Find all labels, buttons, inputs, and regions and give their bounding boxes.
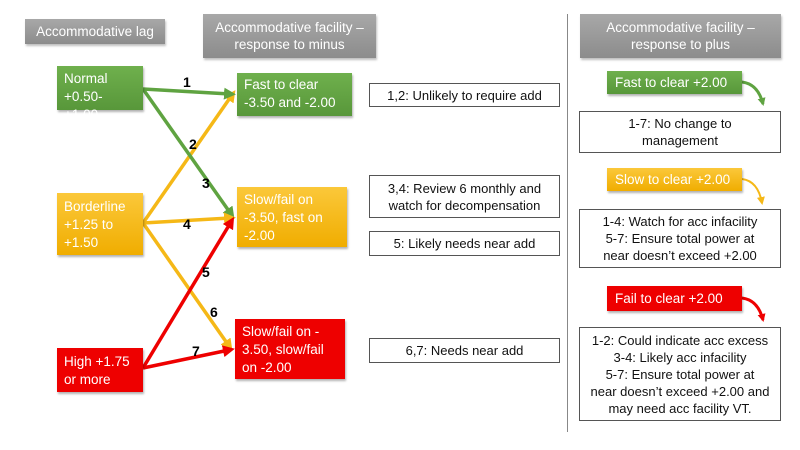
header-response-to-plus: Accommodative facility – response to plu… [580,14,781,58]
plus-tag-slow: Slow to clear +2.00 [607,168,742,191]
section-divider [567,14,568,432]
arrow-path-2 [141,90,236,224]
path-label-5: 5 [202,264,210,280]
header-minus-line-2: response to minus [234,37,345,52]
lag-node-borderline: Borderline +1.25 to +1.50 [57,193,143,255]
arrow-path-6 [141,221,233,351]
path-label-2: 2 [189,136,197,152]
header-minus-line-1: Accommodative facility – [215,20,364,35]
lag-normal-line-2: +0.50-+1.00 [64,89,103,122]
minus-outcome-3-4-line-2: watch for decompensation [388,197,541,213]
minus-outcome-5-text: 5: Likely needs near add [393,236,536,251]
lag-borderline-line-3: +1.50 [64,235,99,250]
lag-high-line-2: or more [64,372,111,387]
minus-slow-line-3: -2.00 [244,228,275,243]
plus-outcome-slow-line-1: 1-4: Watch for acc infacility [602,214,758,229]
arrow-path-5 [141,216,235,369]
header-lag-text: Accommodative lag [36,24,154,39]
lag-borderline-line-2: +1.25 to [64,217,114,232]
plus-outcome-fast-line-1: 1-7: No change to [628,116,732,131]
plus-outcome-fail-line-2: 3-4: Likely acc infacility [613,349,747,365]
path-label-7: 7 [192,343,200,359]
minus-fail-line-3: on -2.00 [242,360,292,375]
minus-node-slow: Slow/fail on -3.50, fast on -2.00 [237,187,347,247]
minus-outcome-1-2-text: 1,2: Unlikely to require add [387,87,542,103]
minus-outcome-3-4: 3,4: Review 6 monthly and watch for deco… [369,175,560,218]
lag-node-high: High +1.75 or more [57,348,143,392]
plus-outcome-slow-line-2: 5-7: Ensure total power at [605,231,755,246]
minus-outcome-5: 5: Likely needs near add [369,231,560,256]
minus-slow-line-1: Slow/fail on [244,192,314,207]
arrow-path-7 [142,345,235,370]
lag-high-line-1: High +1.75 [64,354,130,369]
minus-outcome-6-7: 6,7: Needs near add [369,338,560,363]
minus-outcome-1-2: 1,2: Unlikely to require add [369,83,560,107]
curve-arrow-fast [741,80,766,106]
arrow-path-3 [141,87,235,219]
minus-node-fast: Fast to clear -3.50 and -2.00 [237,73,352,116]
curve-arrow-fail [741,296,766,322]
path-label-4: 4 [183,216,191,232]
lag-normal-line-1: Normal [64,71,108,86]
minus-fast-line-2: -3.50 and -2.00 [244,95,336,110]
minus-slow-line-2: -3.50, fast on [244,210,323,225]
path-label-3: 3 [202,175,210,191]
minus-node-fail: Slow/fail on - 3.50, slow/fail on -2.00 [235,319,345,379]
minus-outcome-6-7-text: 6,7: Needs near add [405,343,524,358]
curve-arrow-slow [741,178,765,205]
minus-outcome-3-4-line-1: 3,4: Review 6 monthly and [387,180,542,196]
plus-tag-fast-text: Fast to clear +2.00 [615,75,728,90]
header-accommodative-lag: Accommodative lag [25,19,165,44]
arrow-path-4 [142,212,236,225]
minus-fail-line-2: 3.50, slow/fail [242,342,324,357]
header-plus-line-2: response to plus [630,37,731,52]
plus-outcome-fast-line-2: management [642,133,718,148]
lag-node-normal: Normal +0.50-+1.00 [57,66,143,122]
minus-fast-line-1: Fast to clear [244,77,319,92]
header-response-to-minus: Accommodative facility – response to min… [203,14,376,58]
plus-outcome-fail-line-5: may need acc facility VT. [608,400,752,416]
lag-borderline-line-1: Borderline [64,199,126,214]
plus-tag-fast: Fast to clear +2.00 [607,71,742,94]
header-plus-line-1: Accommodative facility – [606,20,755,35]
plus-tag-fail: Fail to clear +2.00 [607,286,742,311]
plus-outcome-fail-line-4: near doesn’t exceed +2.00 and [590,383,770,399]
plus-tag-slow-text: Slow to clear +2.00 [615,172,731,187]
plus-outcome-fast: 1-7: No change to management [579,111,781,153]
plus-outcome-fail-line-3: 5-7: Ensure total power at [605,366,755,382]
plus-outcome-slow: 1-4: Watch for acc infacility 5-7: Ensur… [579,209,781,268]
path-label-1: 1 [183,74,191,90]
plus-outcome-slow-line-3: near doesn’t exceed +2.00 [603,248,757,263]
plus-tag-fail-text: Fail to clear +2.00 [615,291,723,306]
path-label-6: 6 [210,304,218,320]
plus-outcome-fail-line-1: 1-2: Could indicate acc excess [591,332,769,348]
minus-fail-line-1: Slow/fail on - [242,324,320,339]
plus-outcome-fail: 1-2: Could indicate acc excess 3-4: Like… [579,327,781,421]
arrow-path-1 [142,87,236,100]
